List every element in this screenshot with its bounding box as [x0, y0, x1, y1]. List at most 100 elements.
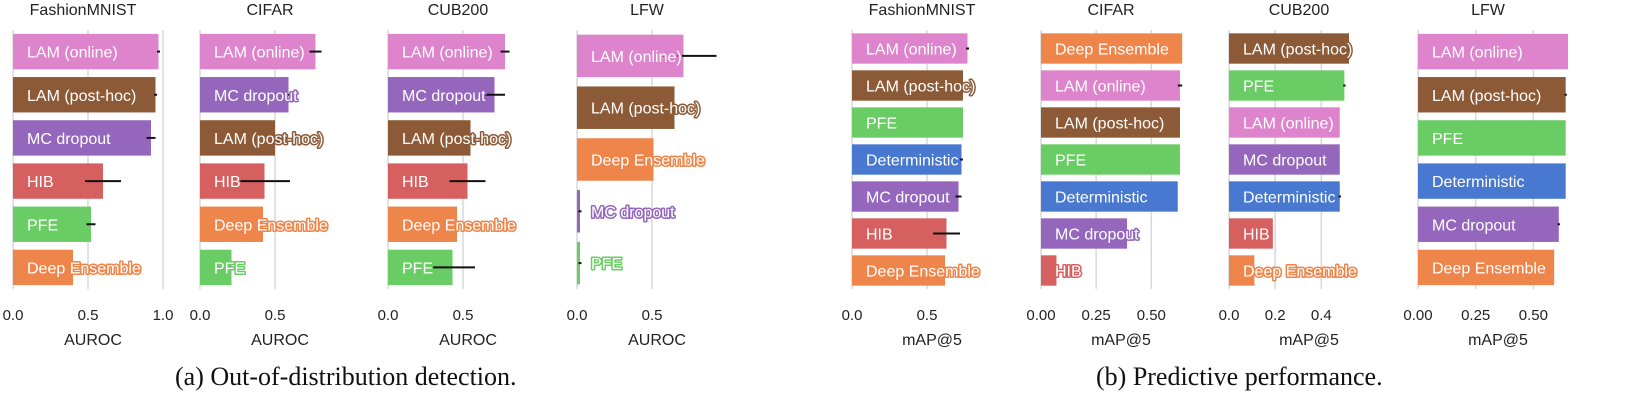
bar	[13, 120, 151, 156]
bar	[13, 206, 91, 242]
bar-label: LAM (online)	[1432, 45, 1523, 62]
bar-label: MC dropout	[1055, 227, 1139, 244]
bar-label: LAM (post-hoc)	[1243, 42, 1352, 59]
bar-label: LAM (post-hoc)	[1055, 116, 1164, 133]
bar	[388, 33, 505, 70]
bar	[1229, 33, 1349, 64]
bar	[852, 181, 959, 212]
bar-label: LAM (post-hoc)	[591, 101, 700, 118]
panel-title: CIFAR	[1087, 2, 1134, 19]
bar	[1041, 107, 1180, 138]
x-axis-label: AUROC	[628, 332, 686, 349]
bar-label: Deterministic	[866, 153, 958, 170]
bar	[200, 206, 263, 242]
bar	[1418, 33, 1568, 70]
bar	[13, 33, 159, 70]
x-tick-label: 0.5	[917, 307, 938, 324]
bar	[1041, 218, 1128, 249]
bar-label: Deterministic	[1243, 190, 1335, 207]
bar-label: MC dropout	[402, 88, 486, 105]
bar-label: LAM (post-hoc)	[866, 79, 975, 96]
bar	[1418, 249, 1555, 286]
bar	[1418, 163, 1566, 199]
bar-label: LAM (online)	[402, 45, 493, 62]
panel-title: LFW	[1471, 2, 1506, 19]
bar-label: LAM (post-hoc)	[27, 88, 136, 105]
panel-title: FashionMNIST	[869, 2, 976, 19]
bar-label: MC dropout	[1243, 153, 1327, 170]
bar	[1229, 255, 1255, 286]
bar-label: Deterministic	[1055, 190, 1147, 207]
bar-label: Deep Ensemble	[27, 260, 141, 277]
x-axis-label: mAP@5	[1091, 332, 1151, 349]
bar	[1418, 77, 1566, 113]
bar	[200, 120, 275, 156]
bar	[1229, 181, 1340, 212]
bar	[852, 70, 963, 101]
x-tick-label: 0.5	[78, 307, 99, 324]
x-axis-label: AUROC	[439, 332, 497, 349]
bar	[577, 138, 654, 181]
bar-label: LAM (online)	[1055, 79, 1146, 96]
x-tick-label: 0.2	[1265, 307, 1286, 324]
caption-b: (b) Predictive performance.	[1096, 362, 1383, 391]
x-tick-label: 0.00	[1026, 307, 1055, 324]
bar	[13, 249, 73, 286]
bar	[852, 255, 945, 286]
x-tick-label: 0.5	[453, 307, 474, 324]
bar-label: MC dropout	[591, 204, 675, 221]
bar-label: Deterministic	[1432, 174, 1524, 191]
x-tick-label: 0.4	[1311, 307, 1332, 324]
x-tick-label: 0.25	[1082, 307, 1111, 324]
bar	[388, 120, 471, 156]
panel-title: CIFAR	[246, 2, 293, 19]
x-axis-label: mAP@5	[1468, 332, 1528, 349]
bar	[200, 249, 232, 286]
x-tick-label: 0.0	[3, 307, 24, 324]
x-tick-label: 0.5	[265, 307, 286, 324]
bar	[1418, 206, 1559, 242]
bar-label: LAM (online)	[214, 45, 305, 62]
bar-label: LAM (online)	[1243, 116, 1334, 133]
bar	[1041, 144, 1180, 175]
panel-title: FashionMNIST	[30, 2, 137, 19]
x-tick-label: 0.0	[567, 307, 588, 324]
bar-label: HIB	[1243, 227, 1270, 244]
bar-label: PFE	[402, 260, 433, 277]
x-axis-label: AUROC	[251, 332, 309, 349]
x-tick-label: 0.50	[1137, 307, 1166, 324]
bar	[852, 33, 968, 64]
bar-label: Deep Ensemble	[1055, 42, 1169, 59]
bar-label: Deep Ensemble	[402, 217, 516, 234]
bar-label: HIB	[402, 174, 429, 191]
x-tick-label: 0.0	[378, 307, 399, 324]
bar-label: LAM (online)	[866, 42, 957, 59]
bar-label: Deep Ensemble	[866, 264, 980, 281]
bar-label: Deep Ensemble	[1243, 264, 1357, 281]
bar-label: MC dropout	[866, 190, 950, 207]
x-axis-label: AUROC	[64, 332, 122, 349]
bar	[1229, 70, 1345, 101]
bar	[1041, 70, 1180, 101]
x-tick-label: 1.0	[153, 307, 174, 324]
panel-title: LFW	[630, 2, 665, 19]
x-tick-label: 0.5	[642, 307, 663, 324]
bar	[1041, 33, 1183, 64]
bar	[1229, 144, 1340, 175]
bar-label: Deep Ensemble	[214, 217, 328, 234]
bar	[852, 107, 963, 138]
bar-label: HIB	[1055, 264, 1082, 281]
bar	[1041, 255, 1057, 286]
bar-label: PFE	[1243, 79, 1274, 96]
caption-a: (a) Out-of-distribution detection.	[175, 362, 517, 391]
bar	[1229, 107, 1340, 138]
bar	[388, 77, 495, 113]
bar-label: LAM (post-hoc)	[1432, 88, 1541, 105]
x-tick-label: 0.0	[190, 307, 211, 324]
bar-label: PFE	[866, 116, 897, 133]
bar-label: PFE	[1432, 131, 1463, 148]
bar	[1229, 218, 1273, 249]
x-tick-label: 0.25	[1461, 307, 1490, 324]
bar	[1041, 181, 1178, 212]
